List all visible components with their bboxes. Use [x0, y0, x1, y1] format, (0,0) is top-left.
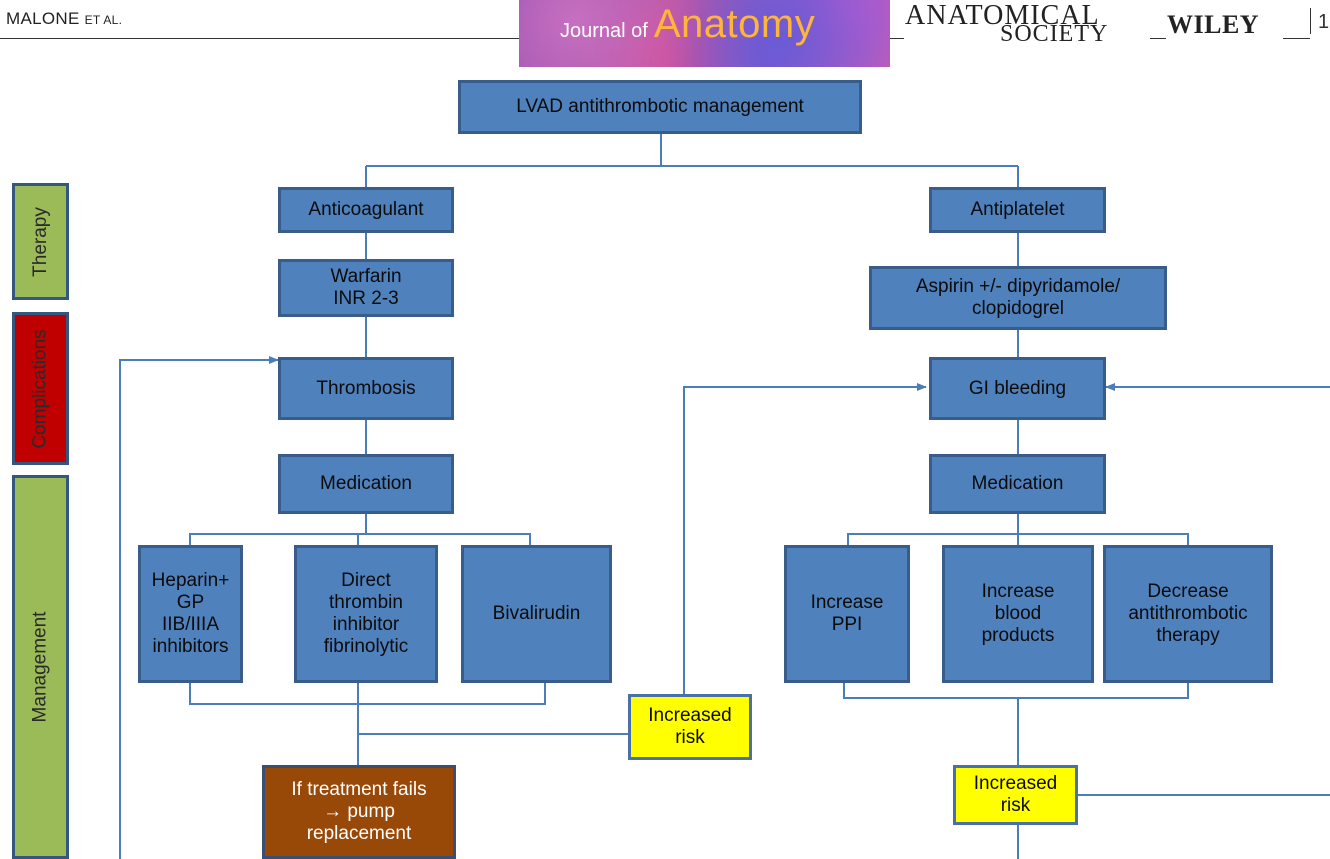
box-gi-bleeding: GI bleeding [929, 357, 1106, 420]
box-increased-risk-right: Increased risk [953, 765, 1078, 825]
box-medication-left: Medication [278, 454, 454, 514]
box-warfarin: Warfarin INR 2-3 [278, 259, 454, 317]
box-medication-right: Medication [929, 454, 1106, 514]
connector-left-merge [189, 683, 546, 765]
connector-root-split [365, 134, 1019, 187]
connector-risk-to-gi [683, 383, 927, 694]
header-rule-right [1150, 38, 1166, 39]
box-antiplatelet: Antiplatelet [929, 187, 1106, 233]
box-treatment-fails: If treatment fails → pump replacement [262, 765, 456, 859]
connector-thrombosis-loop [119, 356, 279, 859]
stage-label-complications: Complications [12, 312, 69, 465]
box-direct-thrombin: Direct thrombin inhibitor fibrinolytic [294, 545, 438, 683]
header-rule-mid [890, 38, 904, 39]
box-increased-risk-left: Increased risk [628, 694, 752, 760]
society-name-line1: ANATOMICAL [905, 0, 1100, 31]
running-head-author: MALONE ET AL. [6, 9, 123, 28]
box-aspirin: Aspirin +/- dipyridamole/ clopidogrel [869, 266, 1167, 330]
box-anticoagulant: Anticoagulant [278, 187, 454, 233]
publisher-logo: WILEY [1167, 10, 1260, 39]
society-name-line2: SOCIETY [1000, 21, 1109, 47]
header-rule-end [1283, 38, 1310, 39]
box-root: LVAD antithrombotic management [458, 80, 862, 134]
connector-left-options [189, 533, 531, 545]
box-increase-blood-products: Increase blood products [942, 545, 1094, 683]
box-decrease-antithrombotic: Decrease antithrombotic therapy [1103, 545, 1273, 683]
box-heparin: Heparin+ GP IIB/IIIA inhibitors [138, 545, 243, 683]
connector-right-merge [843, 683, 1189, 765]
header-rule-left [0, 38, 519, 39]
stage-label-therapy: Therapy [12, 183, 69, 300]
box-bivalirudin: Bivalirudin [461, 545, 612, 683]
connector-right-options [847, 533, 1189, 545]
box-increase-ppi: Increase PPI [784, 545, 910, 683]
page-number: 1 [1310, 4, 1330, 36]
box-thrombosis: Thrombosis [278, 357, 454, 420]
stage-label-management: Management [12, 475, 69, 859]
journal-banner-image [519, 0, 890, 67]
